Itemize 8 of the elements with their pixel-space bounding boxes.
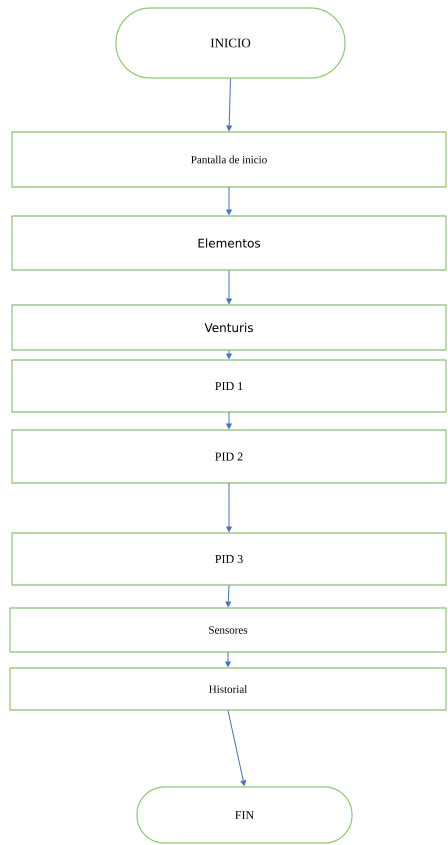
process-box: Sensores: [10, 608, 446, 652]
process-box: Venturis: [12, 304, 446, 350]
process-box: PID 3: [12, 532, 446, 586]
process-box: PID 2: [12, 430, 446, 484]
process-box: Pantalla de inicio: [12, 132, 446, 188]
process-box: Historial: [10, 668, 446, 710]
process-box: Elementos: [12, 216, 446, 270]
process-box: PID 1: [12, 360, 446, 412]
